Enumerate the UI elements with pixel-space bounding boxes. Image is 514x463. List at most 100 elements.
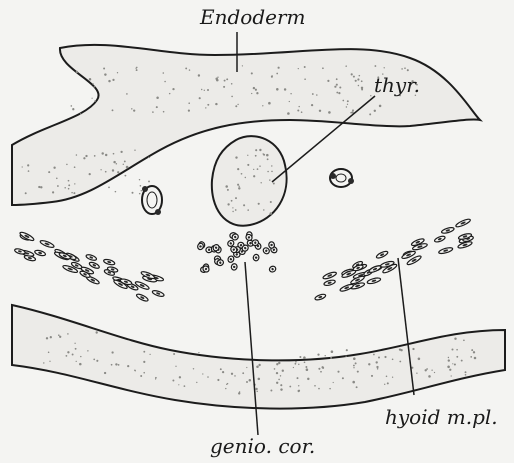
stipple-dot bbox=[242, 65, 243, 66]
stipple-dot bbox=[118, 364, 120, 366]
stipple-dot bbox=[136, 69, 138, 71]
stipple-dot bbox=[317, 354, 319, 356]
cell bbox=[231, 263, 238, 271]
stipple-dot bbox=[255, 149, 257, 151]
stipple-dot bbox=[80, 113, 81, 114]
stipple-dot bbox=[185, 67, 187, 69]
stipple-dot bbox=[199, 97, 201, 99]
stipple-dot bbox=[258, 378, 261, 381]
stipple-dot bbox=[172, 88, 174, 90]
stipple-dot bbox=[355, 80, 357, 82]
stipple-dot bbox=[67, 333, 69, 335]
stipple-dot bbox=[287, 112, 290, 115]
stipple-dot bbox=[352, 109, 354, 111]
stipple-dot bbox=[431, 370, 432, 371]
cell bbox=[89, 261, 101, 269]
stipple-dot bbox=[452, 363, 453, 364]
stipple-dot bbox=[290, 93, 291, 94]
stipple-dot bbox=[143, 372, 145, 374]
stipple-dot bbox=[330, 357, 332, 359]
stipple-dot bbox=[295, 361, 297, 363]
stipple-dot bbox=[92, 98, 93, 99]
stipple-dot bbox=[346, 106, 347, 107]
stipple-dot bbox=[267, 158, 269, 160]
cell bbox=[322, 271, 337, 280]
stipple-dot bbox=[353, 367, 354, 368]
cell bbox=[268, 241, 275, 248]
stipple-dot bbox=[361, 87, 363, 89]
stipple-dot bbox=[465, 371, 467, 373]
thyroid-rudiment bbox=[212, 136, 287, 226]
stipple-dot bbox=[126, 93, 128, 95]
stipple-dot bbox=[379, 105, 382, 108]
stipple-dot bbox=[295, 363, 297, 365]
stipple-dot bbox=[152, 111, 154, 113]
stipple-dot bbox=[253, 87, 255, 89]
stipple-dot bbox=[336, 92, 338, 94]
stipple-dot bbox=[188, 110, 190, 112]
stipple-dot bbox=[217, 77, 218, 78]
stipple-dot bbox=[376, 366, 378, 368]
stipple-dot bbox=[231, 200, 233, 202]
stipple-dot bbox=[72, 354, 74, 356]
stipple-dot bbox=[232, 207, 233, 208]
stipple-dot bbox=[316, 94, 318, 96]
stipple-dot bbox=[232, 211, 233, 212]
stipple-dot bbox=[141, 190, 142, 191]
stipple-dot bbox=[134, 149, 135, 150]
stipple-dot bbox=[104, 372, 106, 374]
stipple-dot bbox=[474, 357, 477, 360]
stipple-dot bbox=[253, 169, 254, 170]
stipple-dot bbox=[184, 385, 186, 387]
stipple-dot bbox=[314, 385, 316, 387]
stipple-dot bbox=[345, 65, 347, 67]
blood-vessel-right bbox=[330, 169, 354, 187]
stipple-dot bbox=[269, 179, 270, 180]
stipple-dot bbox=[448, 359, 450, 361]
stipple-dot bbox=[465, 374, 467, 376]
stipple-dot bbox=[148, 157, 149, 158]
stipple-dot bbox=[276, 372, 278, 374]
stipple-dot bbox=[336, 84, 338, 86]
stipple-dot bbox=[117, 72, 118, 73]
stipple-dot bbox=[227, 189, 229, 191]
stipple-dot bbox=[280, 384, 282, 386]
stipple-dot bbox=[258, 364, 260, 366]
stipple-dot bbox=[87, 350, 88, 351]
stipple-dot bbox=[243, 204, 245, 206]
stipple-dot bbox=[247, 209, 249, 211]
stipple-dot bbox=[115, 191, 117, 193]
stipple-dot bbox=[112, 169, 114, 171]
stipple-dot bbox=[333, 382, 334, 383]
stipple-dot bbox=[235, 197, 237, 199]
stipple-dot bbox=[155, 377, 157, 379]
stipple-dot bbox=[260, 182, 261, 183]
stipple-dot bbox=[376, 361, 378, 363]
stipple-dot bbox=[73, 192, 75, 194]
stipple-dot bbox=[124, 160, 126, 162]
label-hyoid: hyoid m.pl. bbox=[385, 405, 498, 429]
stipple-dot bbox=[72, 108, 74, 110]
stipple-dot bbox=[322, 67, 324, 69]
stipple-dot bbox=[193, 368, 194, 369]
stipple-dot bbox=[299, 356, 301, 358]
stipple-dot bbox=[237, 184, 239, 186]
stipple-dot bbox=[201, 89, 202, 90]
stipple-dot bbox=[140, 185, 142, 187]
stipple-dot bbox=[297, 377, 299, 379]
stipple-dot bbox=[231, 96, 233, 98]
stipple-dot bbox=[94, 155, 96, 157]
stipple-dot bbox=[304, 361, 306, 363]
stipple-dot bbox=[312, 93, 314, 95]
stipple-dot bbox=[342, 377, 344, 379]
stipple-dot bbox=[321, 366, 323, 368]
stipple-dot bbox=[392, 377, 393, 378]
stipple-dot bbox=[89, 173, 91, 175]
stipple-dot bbox=[357, 78, 359, 80]
lower-endoderm-band bbox=[12, 305, 505, 409]
stipple-dot bbox=[273, 183, 275, 185]
stipple-dot bbox=[456, 349, 458, 351]
stipple-dot bbox=[179, 376, 181, 378]
stipple-dot bbox=[112, 79, 114, 81]
stipple-dot bbox=[361, 80, 363, 82]
